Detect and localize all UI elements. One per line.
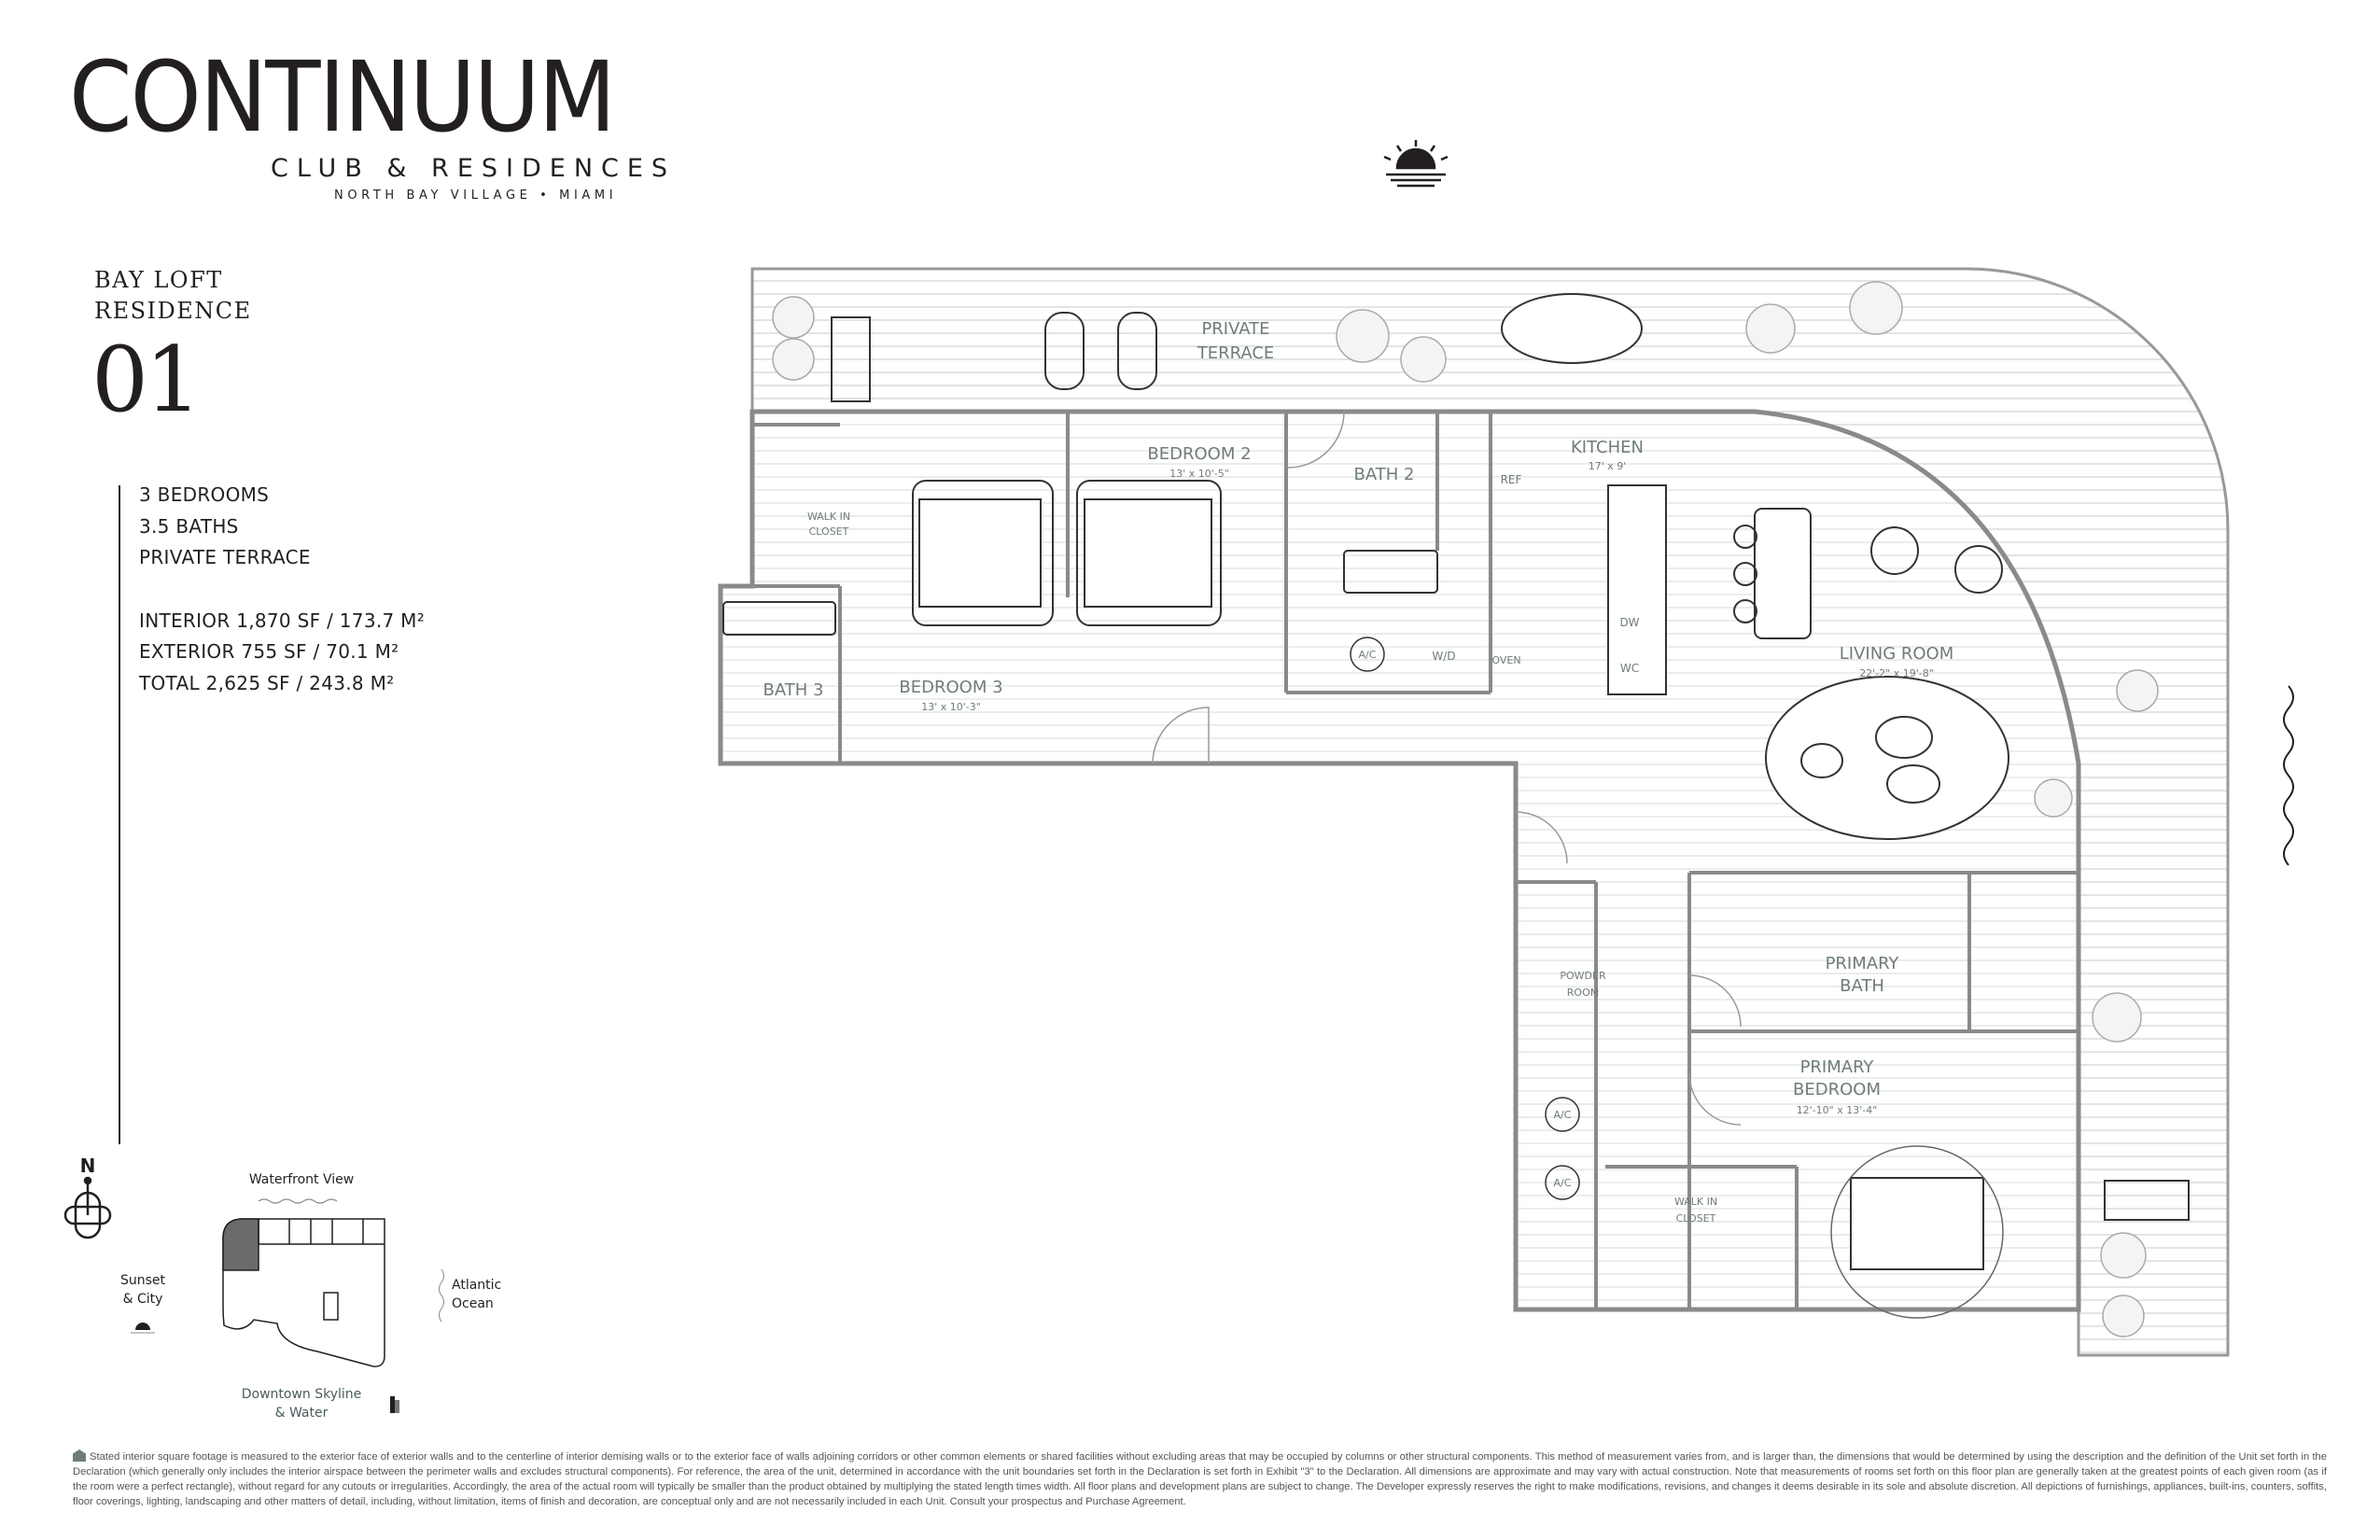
interior-outline [718,409,2081,1312]
key-left-label-1: Sunset [120,1273,166,1288]
brand-logo-wordmark: CONTINUUM [69,40,616,154]
ac-unit-icon [1350,637,1385,672]
label-kitchen: KITCHEN [1571,438,1644,457]
terrace-dining-table [1501,293,1643,364]
bathtub-bath3 [722,601,836,636]
label-ref: REF [1501,473,1522,486]
ocean-waves-icon [2283,685,2294,866]
building-outline [222,1218,385,1367]
label-primary-bedroom-1: PRIMARY [1800,1057,1875,1077]
lounger [1044,312,1085,390]
dims-primary-bedroom: 12'-10" x 13'-4" [1797,1104,1878,1116]
label-primary-bath-1: PRIMARY [1826,954,1900,973]
ac-unit-icon [1545,1097,1580,1132]
residence-type-line1: BAY LOFT [94,267,223,293]
label-wc: WC [1620,662,1639,675]
legal-disclaimer: Stated interior square footage is measur… [73,1449,2327,1509]
key-top-label: Waterfront View [249,1172,354,1187]
key-bottom-label-1: Downtown Skyline [242,1387,362,1402]
residence-type: BAY LOFT RESIDENCE [94,265,252,327]
label-bedroom3: BEDROOM 3 [899,678,1002,697]
dims-bedroom3: 13' x 10'-3" [921,701,981,713]
dims-kitchen: 17' x 9' [1589,460,1627,472]
label-walk-in-closet-1b: CLOSET [809,525,849,538]
spec-terrace: PRIVATE TERRACE [139,546,311,568]
label-powder-room-1: POWDER [1560,970,1606,982]
spec-baths: 3.5 BATHS [139,514,239,538]
bed-bedroom3 [912,480,1054,626]
label-primary-bedroom-2: BEDROOM [1793,1080,1881,1099]
lounger [831,316,871,402]
plants [772,281,2159,1337]
divider-line [119,485,120,1144]
residence-type-line2: RESIDENCE [94,298,252,324]
skyline-building-icon [390,1396,399,1413]
label-primary-bath-2: BATH [1840,976,1884,996]
compass-icon [63,1176,112,1239]
dining-table [1754,508,1812,639]
key-right-label-2: Ocean [452,1296,494,1311]
brand-location: NORTH BAY VILLAGE • MIAMI [334,189,618,203]
sunrise-icon [1383,140,1449,188]
room-labels: PRIVATE TERRACE BEDROOM 2 13' x 10'-5" B… [763,319,1954,1225]
key-plan: N Waterfront View Sunset & City Atlantic… [63,1155,501,1421]
residence-specs: 3 BEDROOMS 3.5 BATHS PRIVATE TERRACE INT… [139,480,425,699]
spec-total: TOTAL 2,625 SF / 243.8 M² [139,671,395,694]
label-dw: DW [1619,616,1639,629]
label-walk-in-closet-2a: WALK IN [1674,1196,1717,1208]
living-sofa [1765,676,2009,840]
kitchen-island [1607,484,1667,695]
interior-walls [752,412,2079,1309]
label-powder-room-2: ROOM [1567,987,1599,999]
residence-number: 01 [91,328,202,432]
label-private-terrace-2: TERRACE [1197,343,1275,363]
key-left-label-2: & City [123,1292,163,1307]
disclaimer-text: Stated interior square footage is measur… [73,1451,2327,1507]
label-walk-in-closet-1a: WALK IN [807,511,850,523]
spec-bedrooms: 3 BEDROOMS [139,483,270,506]
spec-exterior: EXTERIOR 755 SF / 70.1 M² [139,640,399,663]
label-living-room: LIVING ROOM [1840,644,1953,664]
doors [1152,411,1742,1126]
label-bath2: BATH 2 [1354,465,1415,484]
north-label: N [80,1155,96,1177]
bed-primary [1850,1177,1984,1270]
label-ac-1: A/C [1359,649,1377,661]
terrace-bench [2104,1180,2190,1221]
ac-unit-icon [1545,1165,1580,1200]
bed-bedroom2 [1076,480,1222,626]
label-wd: W/D [1432,650,1455,663]
label-bedroom2: BEDROOM 2 [1147,444,1251,464]
label-private-terrace-1: PRIVATE [1201,319,1269,339]
bathtub-bath2 [1343,550,1438,594]
label-ac-2: A/C [1554,1109,1572,1121]
lounger [1117,312,1157,390]
key-right-label-1: Atlantic [452,1278,501,1293]
ocean-waves-icon [439,1268,444,1323]
key-bottom-label-2: & Water [275,1406,329,1421]
brand-subtitle: CLUB & RESIDENCES [271,154,677,183]
label-walk-in-closet-2b: CLOSET [1676,1212,1716,1225]
label-oven: OVEN [1491,654,1520,666]
label-bath3: BATH 3 [763,680,824,700]
furniture [722,293,2190,1319]
dims-bedroom2: 13' x 10'-5" [1169,468,1229,480]
label-ac-3: A/C [1554,1177,1572,1189]
equal-housing-icon [73,1449,86,1462]
spec-interior: INTERIOR 1,870 SF / 173.7 M² [139,609,426,632]
sunset-icon [131,1323,155,1334]
water-waves-icon [258,1198,338,1204]
dims-living-room: 22'-2" x 19'-8" [1859,667,1934,679]
